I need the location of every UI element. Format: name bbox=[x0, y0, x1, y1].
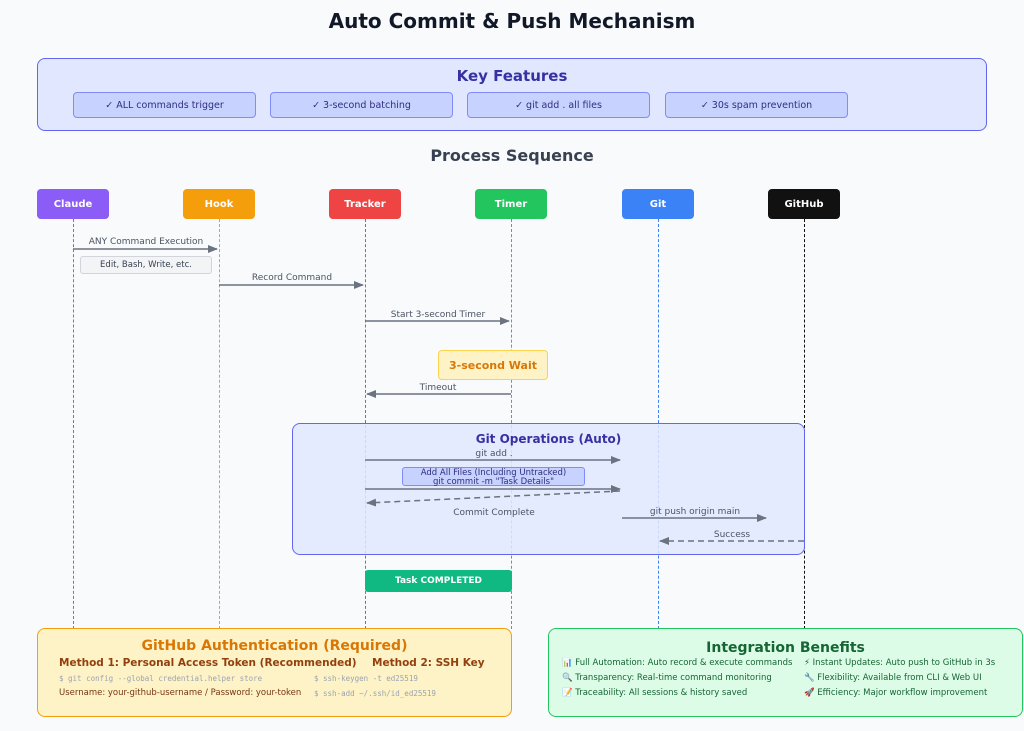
msg-record-command: Record Command bbox=[251, 273, 333, 283]
feature-spam-prevention: ✓ 30s spam prevention bbox=[665, 92, 848, 118]
actor-github: GitHub bbox=[768, 189, 840, 219]
sequence-title: Process Sequence bbox=[430, 146, 594, 165]
key-features-title: Key Features bbox=[456, 67, 568, 85]
msg-git-add: git add . bbox=[475, 449, 513, 459]
msg-git-commit: git commit -m "Task Details" bbox=[432, 477, 554, 487]
note-command-types: Edit, Bash, Write, etc. bbox=[80, 256, 212, 274]
feature-batching: ✓ 3-second batching bbox=[270, 92, 453, 118]
auth-m1-text: Username: your-github-username / Passwor… bbox=[59, 688, 302, 698]
auth-panel: GitHub Authentication (Required) Method … bbox=[37, 628, 512, 717]
msg-start-timer: Start 3-second Timer bbox=[390, 310, 486, 320]
feature-git-add: ✓ git add . all files bbox=[467, 92, 650, 118]
msg-commit-complete: Commit Complete bbox=[453, 508, 535, 518]
wait-box: 3-second Wait bbox=[438, 350, 548, 380]
note-add-all-label: Add All Files (Including Untracked) bbox=[420, 468, 567, 478]
msg-git-push: git push origin main bbox=[649, 507, 741, 517]
lifeline-claude bbox=[73, 219, 74, 629]
benefit-traceability: 📝 Traceability: All sessions & history s… bbox=[562, 688, 748, 698]
msg-timeout: Timeout bbox=[419, 383, 457, 393]
lifeline-hook bbox=[219, 219, 220, 629]
benefit-transparency: 🔍 Transparency: Real-time command monito… bbox=[562, 673, 772, 683]
key-features-panel: Key Features ✓ ALL commands trigger ✓ 3-… bbox=[37, 58, 987, 131]
actor-tracker: Tracker bbox=[329, 189, 401, 219]
actor-timer: Timer bbox=[475, 189, 547, 219]
auth-method-1: Method 1: Personal Access Token (Recomme… bbox=[59, 657, 357, 669]
benefit-instant-updates: ⚡ Instant Updates: Auto push to GitHub i… bbox=[804, 658, 996, 668]
git-operations-title: Git Operations (Auto) bbox=[475, 432, 622, 446]
actor-claude: Claude bbox=[37, 189, 109, 219]
benefits-panel: Integration Benefits 📊 Full Automation: … bbox=[548, 628, 1023, 717]
benefit-full-automation: 📊 Full Automation: Auto record & execute… bbox=[562, 658, 793, 668]
auth-title: GitHub Authentication (Required) bbox=[141, 638, 408, 654]
auth-method-2: Method 2: SSH Key bbox=[372, 657, 485, 669]
auth-m1-code: $ git config --global credential.helper … bbox=[59, 674, 263, 683]
auth-m2-code-keygen: $ ssh-keygen -t ed25519 bbox=[314, 674, 418, 683]
page-title: Auto Commit & Push Mechanism bbox=[328, 9, 696, 33]
feature-all-commands: ✓ ALL commands trigger bbox=[73, 92, 256, 118]
benefit-flexibility: 🔧 Flexibility: Available from CLI & Web … bbox=[804, 673, 982, 683]
actor-git: Git bbox=[622, 189, 694, 219]
task-completed-badge: Task COMPLETED bbox=[365, 570, 512, 592]
actor-hook: Hook bbox=[183, 189, 255, 219]
msg-any-command: ANY Command Execution bbox=[88, 237, 204, 247]
arrow-commit-complete bbox=[366, 490, 621, 507]
note-add-all-files: Add All Files (Including Untracked) git … bbox=[402, 467, 585, 487]
benefits-title: Integration Benefits bbox=[706, 640, 865, 656]
lifeline-github bbox=[804, 219, 805, 629]
benefit-efficiency: 🚀 Efficiency: Major workflow improvement bbox=[804, 688, 988, 698]
auth-m2-code-add: $ ssh-add ~/.ssh/id_ed25519 bbox=[314, 689, 436, 698]
msg-success: Success bbox=[713, 530, 751, 540]
